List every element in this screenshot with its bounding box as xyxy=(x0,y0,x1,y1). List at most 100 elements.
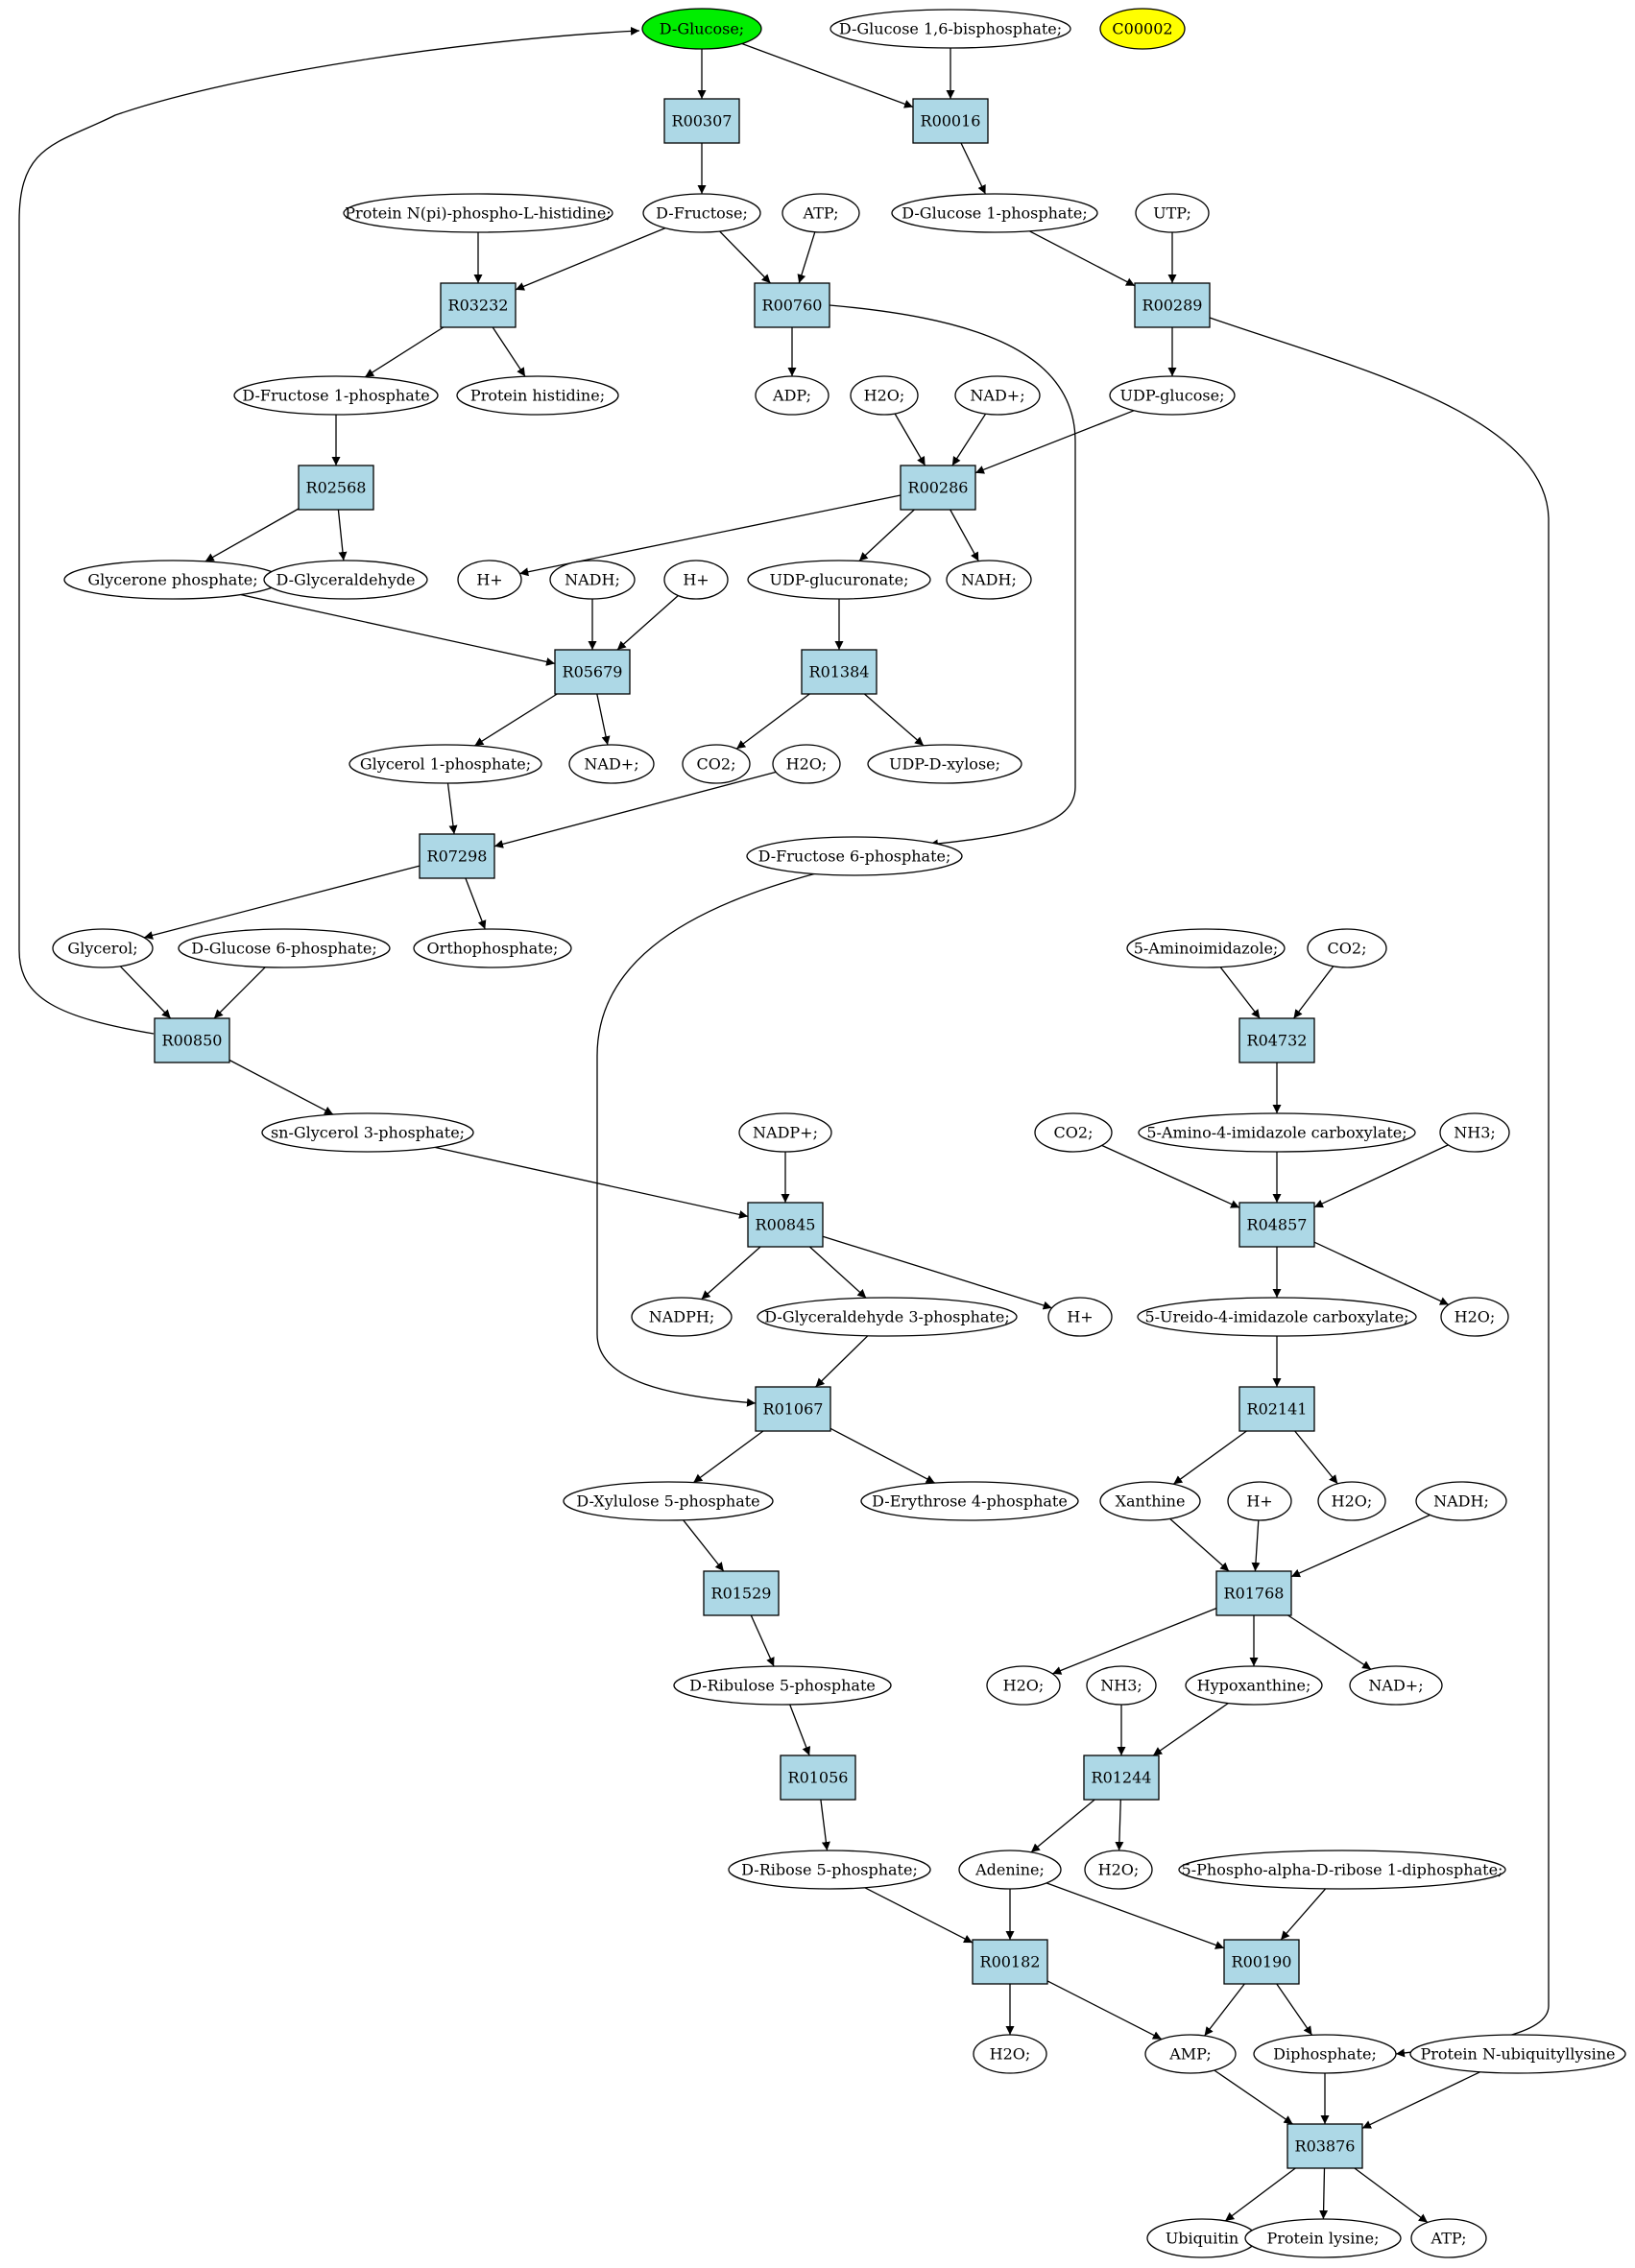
compound-node-g1p[interactable]: D-Glucose 1-phosphate; xyxy=(891,193,1098,233)
compound-node-nadh3[interactable]: NADH; xyxy=(1415,1481,1507,1521)
compound-node-h2o3[interactable]: H2O; xyxy=(1440,1297,1509,1337)
compound-label: 5-Amino-4-imidazole carboxylate; xyxy=(1146,1124,1407,1142)
compound-node-h1[interactable]: H+ xyxy=(457,560,522,600)
compound-node-nh3b[interactable]: NH3; xyxy=(1086,1665,1157,1706)
reaction-node-r01056[interactable]: R01056 xyxy=(780,1755,856,1801)
edge-R01056-to-r5p xyxy=(820,1799,830,1851)
compound-node-h2o1[interactable]: H2O; xyxy=(850,375,919,416)
compound-node-sng3p[interactable]: sn-Glycerol 3-phosphate; xyxy=(261,1112,474,1153)
compound-node-nh3a[interactable]: NH3; xyxy=(1439,1112,1510,1153)
compound-node-glc[interactable]: D-Glucose; xyxy=(641,8,762,50)
compound-node-plys[interactable]: Protein lysine; xyxy=(1244,2218,1402,2258)
compound-node-r5p[interactable]: D-Ribose 5-phosphate; xyxy=(728,1850,931,1890)
reaction-node-r00845[interactable]: R00845 xyxy=(747,1202,824,1248)
reaction-box xyxy=(663,98,740,144)
compound-node-uica[interactable]: 5-Ureido-4-imidazole carboxylate; xyxy=(1137,1297,1417,1337)
reaction-node-r00760[interactable]: R00760 xyxy=(754,282,830,328)
compound-label: H2O; xyxy=(1003,1677,1045,1695)
compound-node-c2[interactable]: C00002 xyxy=(1099,8,1186,50)
reaction-node-r00289[interactable]: R00289 xyxy=(1134,282,1211,328)
compound-node-nadh2[interactable]: NADH; xyxy=(946,560,1032,600)
compound-node-h3[interactable]: H+ xyxy=(1047,1297,1113,1337)
compound-node-g16bp[interactable]: D-Glucose 1,6-bisphosphate; xyxy=(830,9,1071,49)
compound-node-h2o2[interactable]: H2O; xyxy=(772,744,841,784)
compound-node-glyc[interactable]: Glycerol; xyxy=(52,928,154,968)
compound-node-pnub[interactable]: Protein N-ubiquityllysine xyxy=(1409,2034,1626,2074)
reaction-node-r00016[interactable]: R00016 xyxy=(912,98,989,144)
compound-node-co2a[interactable]: CO2; xyxy=(682,744,751,784)
compound-ellipse xyxy=(1144,2034,1237,2074)
compound-node-nadph[interactable]: NADPH; xyxy=(631,1297,733,1337)
compound-node-nad2[interactable]: NAD+; xyxy=(568,744,655,784)
reaction-node-r00307[interactable]: R00307 xyxy=(663,98,740,144)
compound-node-co2c[interactable]: CO2; xyxy=(1034,1112,1113,1153)
compound-node-nad1[interactable]: NAD+; xyxy=(954,375,1041,416)
reaction-node-r02568[interactable]: R02568 xyxy=(298,465,374,511)
compound-node-h4[interactable]: H+ xyxy=(1227,1481,1292,1521)
edge-f6p-to-R01067 xyxy=(596,872,817,1407)
compound-node-ru5p[interactable]: D-Ribulose 5-phosphate xyxy=(673,1665,892,1706)
compound-node-amp[interactable]: AMP; xyxy=(1144,2034,1237,2074)
compound-node-aica[interactable]: 5-Amino-4-imidazole carboxylate; xyxy=(1138,1112,1416,1153)
compound-node-nadp[interactable]: NADP+; xyxy=(738,1112,832,1153)
compound-node-h2o5[interactable]: H2O; xyxy=(986,1665,1061,1706)
compound-node-aim[interactable]: 5-Aminoimidazole; xyxy=(1126,928,1286,968)
compound-node-h2[interactable]: H+ xyxy=(663,560,729,600)
compound-node-co2b[interactable]: CO2; xyxy=(1307,928,1387,968)
compound-label: NH3; xyxy=(1100,1677,1142,1695)
reaction-node-r03232[interactable]: R03232 xyxy=(440,282,517,328)
compound-node-prpp[interactable]: 5-Phospho-alpha-D-ribose 1-diphosphate; xyxy=(1178,1850,1506,1890)
compound-node-udpgluc[interactable]: UDP-glucuronate; xyxy=(747,560,931,600)
compound-node-g6p[interactable]: D-Glucose 6-phosphate; xyxy=(178,928,391,968)
compound-node-fru[interactable]: D-Fructose; xyxy=(642,193,761,233)
compound-node-nadh1[interactable]: NADH; xyxy=(549,560,636,600)
compound-node-pnph[interactable]: Protein N(pi)-phospho-L-histidine; xyxy=(343,193,613,233)
reaction-node-r01067[interactable]: R01067 xyxy=(755,1386,831,1432)
reaction-node-r00182[interactable]: R00182 xyxy=(972,1939,1048,1985)
compound-node-h2o4[interactable]: H2O; xyxy=(1317,1481,1386,1521)
compound-node-phis[interactable]: Protein histidine; xyxy=(456,375,619,416)
compound-node-f1p[interactable]: D-Fructose 1-phosphate xyxy=(233,375,439,416)
compound-node-hyp[interactable]: Hypoxanthine; xyxy=(1185,1665,1323,1706)
reaction-node-r01768[interactable]: R01768 xyxy=(1215,1570,1292,1616)
compound-node-pi[interactable]: Orthophosphate; xyxy=(413,928,572,968)
compound-node-e4p[interactable]: D-Erythrose 4-phosphate xyxy=(860,1481,1079,1521)
reaction-node-r00286[interactable]: R00286 xyxy=(900,465,976,511)
reaction-node-r01529[interactable]: R01529 xyxy=(703,1570,780,1616)
compound-node-atp1[interactable]: ATP; xyxy=(781,193,860,233)
compound-node-dhap[interactable]: Glycerone phosphate; xyxy=(63,560,282,600)
compound-node-utp[interactable]: UTP; xyxy=(1135,193,1210,233)
compound-node-atp2[interactable]: ATP; xyxy=(1410,2218,1487,2258)
compound-node-ga3p[interactable]: D-Glyceraldehyde 3-phosphate; xyxy=(757,1297,1018,1337)
compound-node-udpx[interactable]: UDP-D-xylose; xyxy=(867,744,1022,784)
compound-node-gald[interactable]: D-Glyceraldehyde xyxy=(263,560,428,600)
compound-node-ubq[interactable]: Ubiquitin xyxy=(1146,2218,1258,2258)
compound-node-xan[interactable]: Xanthine xyxy=(1099,1481,1201,1521)
compound-node-udpg[interactable]: UDP-glucose; xyxy=(1109,375,1236,416)
compound-node-adp[interactable]: ADP; xyxy=(755,375,830,416)
compound-ellipse xyxy=(178,928,391,968)
reaction-node-r07298[interactable]: R07298 xyxy=(419,833,495,879)
compound-node-ade[interactable]: Adenine; xyxy=(958,1850,1062,1890)
compound-node-gly1p[interactable]: Glycerol 1-phosphate; xyxy=(349,744,542,784)
reaction-node-r03876[interactable]: R03876 xyxy=(1286,2123,1363,2169)
compound-node-ppi[interactable]: Diphosphate; xyxy=(1253,2034,1397,2074)
reaction-node-r00850[interactable]: R00850 xyxy=(154,1017,230,1063)
reaction-node-r04732[interactable]: R04732 xyxy=(1238,1017,1315,1063)
reaction-node-r05679[interactable]: R05679 xyxy=(554,649,631,695)
compound-label: D-Ribose 5-phosphate; xyxy=(741,1861,918,1879)
compound-node-nad3[interactable]: NAD+; xyxy=(1349,1665,1443,1706)
reaction-node-r01244[interactable]: R01244 xyxy=(1083,1755,1160,1801)
reaction-node-r04857[interactable]: R04857 xyxy=(1238,1202,1315,1248)
reaction-node-r00190[interactable]: R00190 xyxy=(1223,1939,1300,1985)
reaction-node-r01384[interactable]: R01384 xyxy=(801,649,878,695)
compound-node-x5p[interactable]: D-Xylulose 5-phosphate xyxy=(563,1481,774,1521)
compound-label: H+ xyxy=(683,571,709,589)
reaction-node-r02141[interactable]: R02141 xyxy=(1238,1386,1315,1432)
compound-node-h2o6[interactable]: H2O; xyxy=(1084,1850,1153,1890)
compound-node-f6p[interactable]: D-Fructose 6-phosphate; xyxy=(746,836,963,876)
reaction-label: R05679 xyxy=(563,663,623,681)
edge-R02568-to-gald xyxy=(337,509,348,561)
compound-node-h2o7[interactable]: H2O; xyxy=(973,2034,1047,2074)
edge-ade-to-R00190 xyxy=(1046,1882,1225,1949)
